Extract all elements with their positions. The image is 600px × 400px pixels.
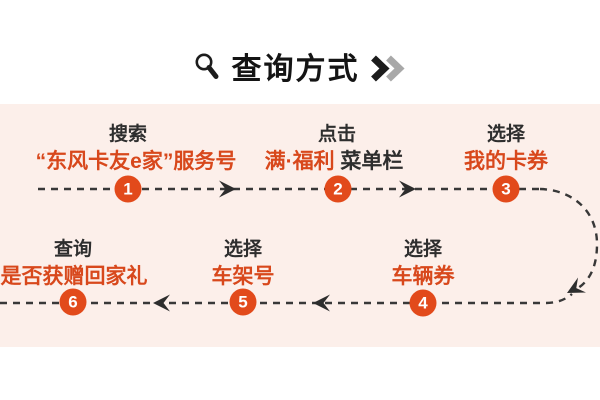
step6-target-text: 是否获赠回家礼	[0, 265, 148, 288]
step1-action-label: 搜索	[108, 124, 148, 145]
step2-action-label: 点击	[317, 124, 357, 145]
flow-curve-right	[539, 187, 599, 292]
step3-target-text: 我的卡券	[464, 150, 548, 173]
page-title: 查询方式	[194, 44, 407, 88]
magnifier-icon	[194, 51, 221, 81]
step4-number-badge: 4	[409, 289, 437, 317]
double-chevron-icon	[371, 54, 407, 82]
step3-target: 我的卡券	[464, 145, 548, 175]
step2-target-text: 满·福利	[264, 150, 335, 173]
step1-target: “东风卡友e家”服务号	[36, 145, 237, 175]
step2-target: 满·福利 菜单栏	[265, 145, 404, 175]
flow-arrowheads	[153, 180, 587, 312]
step3-action-label: 选择	[486, 124, 526, 145]
step5-action-label: 选择	[223, 239, 263, 260]
step1-number-badge: 1	[114, 175, 142, 203]
page-title-text: 查询方式	[231, 53, 360, 86]
step2-number-badge: 2	[324, 175, 352, 203]
step4-target: 车辆券	[392, 260, 455, 290]
step1-target-text: “东风卡友e家”服务号	[35, 150, 237, 173]
step6-action-label: 查询	[53, 239, 93, 260]
flow-panel	[0, 104, 600, 347]
step5-number-badge: 5	[229, 288, 257, 316]
step3-number-badge: 3	[492, 175, 520, 203]
step2-target-suffix: 菜单栏	[334, 150, 404, 173]
step4-target-text: 车辆券	[391, 265, 455, 288]
step5-target: 车架号	[212, 260, 275, 290]
flow-line-bottom	[0, 293, 573, 305]
step4-action-label: 选择	[403, 239, 443, 260]
step6-target: 是否获赠回家礼	[1, 260, 148, 290]
step6-number-badge: 6	[59, 288, 87, 316]
step5-target-text: 车架号	[211, 265, 275, 288]
